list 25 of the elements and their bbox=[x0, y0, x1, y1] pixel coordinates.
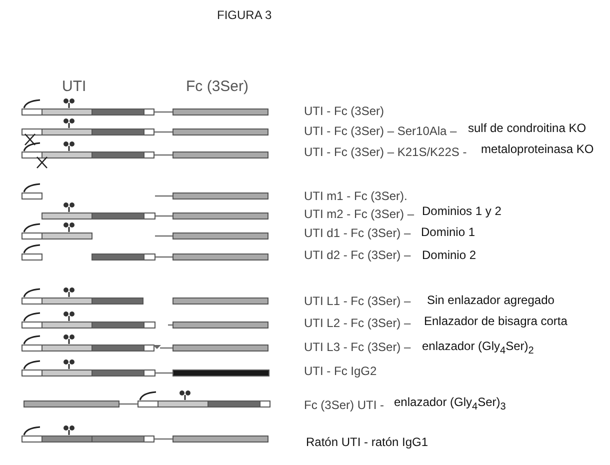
construct-label: UTI - Fc IgG2 bbox=[304, 365, 377, 377]
construct-label: UTI L3 - Fc (3Ser) – bbox=[304, 341, 411, 353]
annotation-text: enlazador (Gly$_{4}$Ser)$_{3}$ bbox=[394, 396, 506, 412]
construct-label: UTI - Fc (3Ser) – Ser10Ala – bbox=[304, 125, 457, 137]
construct-label: UTI d1 - Fc (3Ser) – bbox=[304, 227, 411, 239]
annotation-text: Sin enlazador agregado bbox=[427, 294, 554, 306]
annotation-text: Enlazador de bisagra corta bbox=[424, 315, 568, 327]
construct-label: Fc (3Ser) UTI - bbox=[304, 399, 384, 411]
construct-label: UTI L2 - Fc (3Ser) – bbox=[304, 317, 411, 329]
column-header: Fc (3Ser) bbox=[186, 78, 249, 94]
annotation-text: sulf de condroitina KO bbox=[468, 122, 586, 134]
annotation-text: Dominios 1 y 2 bbox=[422, 205, 502, 217]
figure-title: FIGURA 3 bbox=[217, 9, 272, 21]
construct-label: UTI m1 - Fc (3Ser). bbox=[304, 190, 408, 202]
construct-label: UTI - Fc (3Ser) – K21S/K22S - bbox=[304, 146, 467, 158]
construct-label: UTI - Fc (3Ser) bbox=[304, 105, 384, 117]
construct-label: UTI L1 - Fc (3Ser) – bbox=[304, 295, 411, 307]
construct-label: UTI m2 - Fc (3Ser) – bbox=[304, 208, 414, 220]
construct-label: Ratón UTI - ratón IgG1 bbox=[306, 436, 428, 448]
annotation-text: Dominio 1 bbox=[421, 226, 476, 238]
annotation-text: metaloproteinasa KO bbox=[481, 143, 594, 155]
annotation-text: enlazador (Gly$_{4}$Ser)$_{2}$ bbox=[422, 340, 534, 356]
annotation-text: Dominio 2 bbox=[422, 249, 476, 261]
column-header: UTI bbox=[62, 78, 86, 94]
construct-label: UTI d2 - Fc (3Ser) – bbox=[304, 249, 411, 261]
